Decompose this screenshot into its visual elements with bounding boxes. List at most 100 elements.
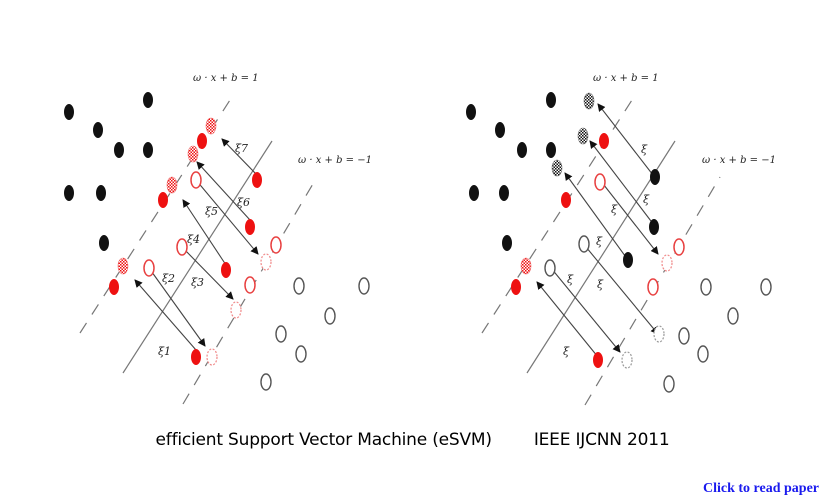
point-red-outline [647,278,659,296]
point-red [561,192,571,208]
point-black [517,142,527,158]
margin-minus-label: ω · x + b = −1 [298,155,372,166]
point-red-dashed [661,254,673,272]
point-red [109,279,119,295]
right-diagram: ω · x + b = 1 ω · x + b = −1 ξ ξ ξ ξ ξ ξ… [466,73,776,406]
point-black-hatched [577,127,589,145]
point-gray-outline [260,373,272,391]
slack-label: ξ7 [235,142,248,155]
point-black [64,104,74,120]
point-gray-outline [295,345,307,363]
point-red [197,133,207,149]
point-gray-outline [678,327,690,345]
point-red [511,279,521,295]
point-black [499,185,509,201]
slack-label: ξ4 [187,233,200,246]
point-black [143,142,153,158]
slack-arrow [195,179,259,255]
point-black [466,104,476,120]
point-black [502,235,512,251]
caption: efficient Support Vector Machine (eSVM) I… [0,430,825,450]
point-red-dashed [260,253,272,271]
slack-label: ξ6 [237,196,250,209]
slack-arrow [182,199,227,266]
point-red [191,349,201,365]
point-black [546,142,556,158]
point-black [93,122,103,138]
slack-label: ξ [641,143,648,156]
point-gray-outline [275,325,287,343]
point-black [64,185,74,201]
svm-figure: ω · x + b = 1 ω · x + b = −1 ξ1 ξ2 ξ3 ξ4… [64,73,776,406]
point-gray-outline [578,235,590,253]
slack-label: ξ [596,235,603,248]
point-red-outline [594,173,606,191]
margin-plus-line [481,99,633,334]
point-black [114,142,124,158]
slack-label: ξ5 [205,205,218,218]
point-red-outline [190,171,202,189]
margin-plus-label: ω · x + b = 1 [193,73,259,84]
point-black [546,92,556,108]
slack-arrow [536,281,599,358]
point-black [495,122,505,138]
point-gray-outline [700,278,712,296]
point-red [158,192,168,208]
slack-label: ξ [563,345,570,358]
slack-label: ξ1 [158,345,171,358]
caption-venue: IEEE IJCNN 2011 [533,430,670,450]
point-red [599,133,609,149]
slack-label: ξ [597,278,604,291]
point-gray-outline [760,278,772,296]
point-red-hatched [187,145,199,163]
point-black [649,219,659,235]
slack-label: ξ [611,203,618,216]
point-gray-outline [358,277,370,295]
decision-boundary-line [122,140,273,374]
point-black [143,92,153,108]
slack-arrow [550,267,621,353]
point-gray-outline [293,277,305,295]
slack-label: ξ [643,193,650,206]
slack-label: ξ2 [162,272,175,285]
point-black [650,169,660,185]
point-gray-outline [727,307,739,325]
left-diagram: ω · x + b = 1 ω · x + b = −1 ξ1 ξ2 ξ3 ξ4… [64,73,372,405]
slack-arrow [181,246,234,300]
slack-arrow [585,246,659,335]
slack-arrow [196,161,251,221]
point-black-hatched [583,92,595,110]
point-gray-outline [697,345,709,363]
point-red-outline [673,238,685,256]
slack-arrow [564,172,629,261]
point-red-hatched [520,257,532,275]
point-red [221,262,231,278]
point-gray-dashed [653,325,665,343]
slack-label: ξ3 [191,276,204,289]
slack-arrow [589,140,655,226]
point-red [245,219,255,235]
point-red-hatched [117,257,129,275]
point-red-dashed [206,348,218,366]
read-paper-link[interactable]: Click to read paper [702,481,819,496]
point-black-hatched [551,159,563,177]
point-red-dashed [230,301,242,319]
point-red-outline [270,236,282,254]
point-gray-outline [544,259,556,277]
point-red-hatched [166,176,178,194]
point-black [99,235,109,251]
point-black [96,185,106,201]
point-red-outline [143,259,155,277]
point-red [252,172,262,188]
caption-title: efficient Support Vector Machine (eSVM) [155,430,492,450]
point-gray-outline [663,375,675,393]
margin-minus-label: ω · x + b = −1 [702,155,776,166]
point-red-outline [176,238,188,256]
slack-arrow [597,103,654,176]
point-black [623,252,633,268]
point-black [469,185,479,201]
slack-arrow [221,138,258,176]
slack-arrow [134,279,197,351]
margin-plus-label: ω · x + b = 1 [593,73,659,84]
slack-arrow [148,267,206,347]
